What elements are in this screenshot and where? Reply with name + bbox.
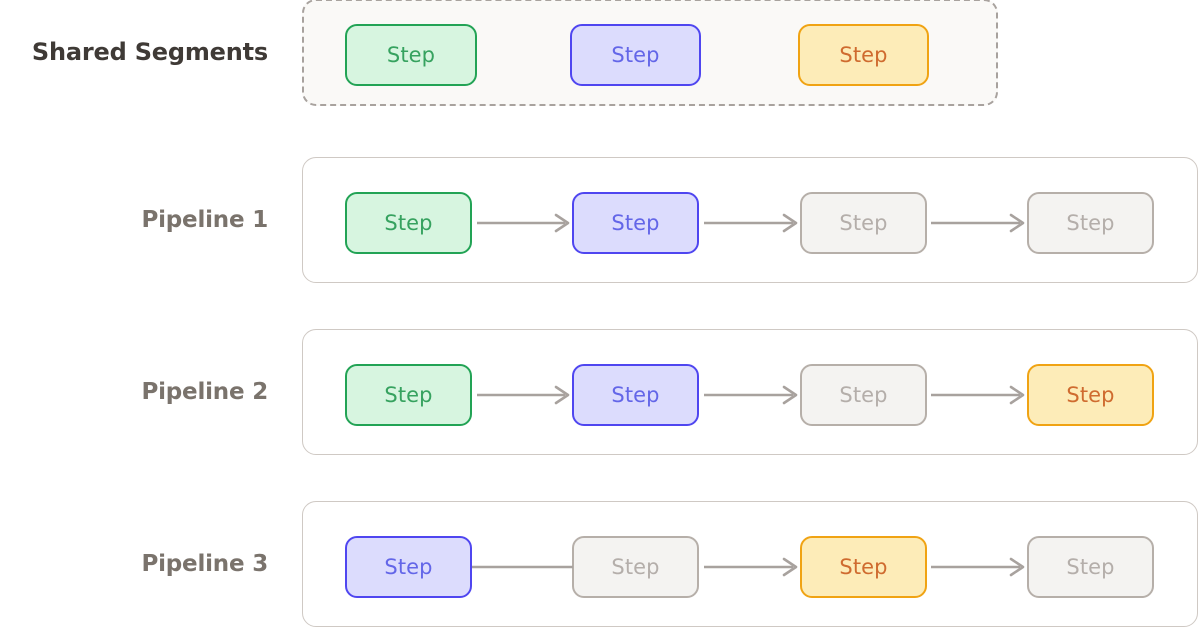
pipeline-1-arrow-1 — [477, 211, 573, 235]
pipeline-1-label: Pipeline 1 — [141, 207, 268, 233]
pipeline-1-arrow-3 — [931, 211, 1028, 235]
pipeline-3-arrow-2 — [704, 555, 801, 579]
pipeline-3-step-4[interactable]: Step — [1027, 536, 1154, 598]
pipeline-2-arrow-1 — [477, 383, 573, 407]
pipeline-1-step-4[interactable]: Step — [1027, 192, 1154, 254]
pipeline-1-step-1[interactable]: Step — [345, 192, 472, 254]
pipeline-1-step-2[interactable]: Step — [572, 192, 699, 254]
pipeline-3-step-2[interactable]: Step — [572, 536, 699, 598]
pipeline-2-step-2[interactable]: Step — [572, 364, 699, 426]
pipeline-1-step-3[interactable]: Step — [800, 192, 927, 254]
pipeline-3-line-1 — [472, 555, 573, 579]
pipeline-1-arrow-2 — [704, 211, 801, 235]
shared-segments-label: Shared Segments — [31, 38, 268, 66]
pipeline-2-label: Pipeline 2 — [141, 379, 268, 405]
shared-step-3[interactable]: Step — [798, 24, 929, 86]
pipeline-3-label: Pipeline 3 — [141, 551, 268, 577]
pipeline-2-step-3[interactable]: Step — [800, 364, 927, 426]
shared-step-1[interactable]: Step — [345, 24, 477, 86]
pipeline-2-step-4[interactable]: Step — [1027, 364, 1154, 426]
pipeline-2-step-1[interactable]: Step — [345, 364, 472, 426]
pipeline-3-arrow-3 — [931, 555, 1028, 579]
pipeline-3-step-1[interactable]: Step — [345, 536, 472, 598]
pipeline-3-step-3[interactable]: Step — [800, 536, 927, 598]
shared-step-2[interactable]: Step — [570, 24, 701, 86]
pipeline-2-arrow-2 — [704, 383, 801, 407]
pipeline-2-arrow-3 — [931, 383, 1028, 407]
